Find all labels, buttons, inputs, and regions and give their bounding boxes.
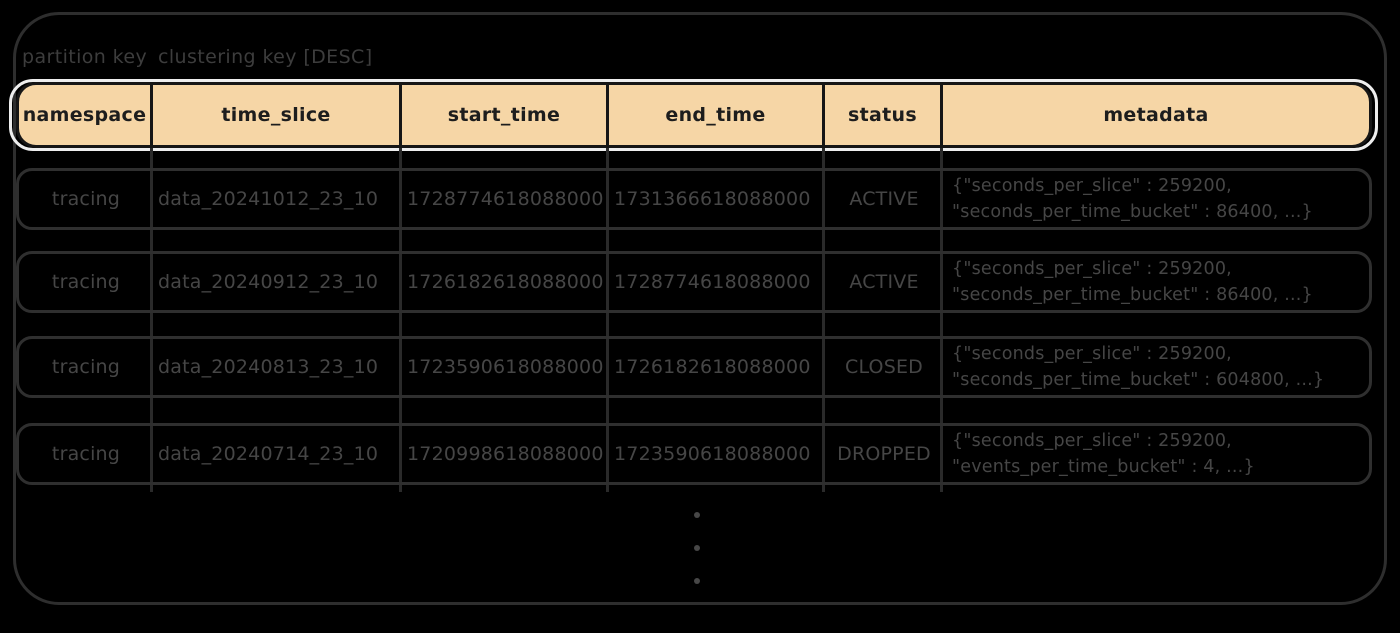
column-divider-line [399,148,402,492]
column-divider-line [940,148,943,492]
cell-metadata: {"seconds_per_slice" : 259200, "seconds_… [943,339,1369,395]
ellipsis-dot [694,512,700,518]
column-divider-line [606,148,609,492]
cell-namespace: tracing [51,271,121,293]
table-header-row: namespace time_slice start_time end_time… [16,82,1372,148]
header-cell-status: status [825,85,943,145]
partition-key-label: partition key [22,46,148,68]
cell-start-time: 1720998618088000 [407,443,604,465]
table-row: tracing data_20240912_23_10 172618261808… [16,251,1372,313]
column-divider-line [150,148,153,492]
metadata-line: "seconds_per_time_bucket" : 86400, ...} [952,285,1313,305]
metadata-line: {"seconds_per_slice" : 259200, [952,259,1232,279]
header-cell-end-time: end_time [609,85,825,145]
cell-metadata: {"seconds_per_slice" : 259200, "seconds_… [943,254,1369,310]
vertical-ellipsis [694,512,700,584]
header-highlight-outline [9,79,1378,151]
metadata-line: {"seconds_per_slice" : 259200, [952,176,1232,196]
ellipsis-dot [694,545,700,551]
cell-namespace: tracing [51,356,121,378]
metadata-line: "events_per_time_bucket" : 4, ...} [952,457,1255,477]
clustering-key-label: clustering key [DESC] [158,46,373,68]
cell-status: ACTIVE [849,188,919,210]
cell-end-time: 1726182618088000 [614,356,811,378]
cell-time-slice: data_20241012_23_10 [158,188,379,210]
table-outer-frame [13,12,1387,605]
cell-status: ACTIVE [849,271,919,293]
cell-time-slice: data_20240813_23_10 [158,356,379,378]
cell-namespace: tracing [51,443,121,465]
table-row: tracing data_20240813_23_10 172359061808… [16,336,1372,398]
header-cell-start-time: start_time [402,85,609,145]
header-cell-metadata: metadata [1103,104,1209,126]
metadata-line: "seconds_per_time_bucket" : 604800, ...} [952,370,1325,390]
cell-time-slice: data_20240912_23_10 [158,271,379,293]
cell-namespace: tracing [51,188,121,210]
metadata-line: {"seconds_per_slice" : 259200, [952,431,1232,451]
cell-start-time: 1726182618088000 [407,271,604,293]
header-cell-time-slice: time_slice [153,85,402,145]
metadata-line: {"seconds_per_slice" : 259200, [952,344,1232,364]
cell-status: DROPPED [837,443,931,465]
cell-end-time: 1731366618088000 [614,188,811,210]
cell-end-time: 1728774618088000 [614,271,811,293]
cell-metadata: {"seconds_per_slice" : 259200, "seconds_… [943,171,1369,227]
cell-start-time: 1723590618088000 [407,356,604,378]
cell-start-time: 1728774618088000 [407,188,604,210]
table-row: tracing data_20241012_23_10 172877461808… [16,168,1372,230]
cell-end-time: 1723590618088000 [614,443,811,465]
metadata-line: "seconds_per_time_bucket" : 86400, ...} [952,202,1313,222]
header-cell-namespace: namespace [19,85,153,145]
table-row: tracing data_20240714_23_10 172099861808… [16,423,1372,485]
cell-time-slice: data_20240714_23_10 [158,443,379,465]
column-divider-line [822,148,825,492]
ellipsis-dot [694,578,700,584]
cell-metadata: {"seconds_per_slice" : 259200, "events_p… [943,426,1369,482]
cell-status: CLOSED [844,356,924,378]
